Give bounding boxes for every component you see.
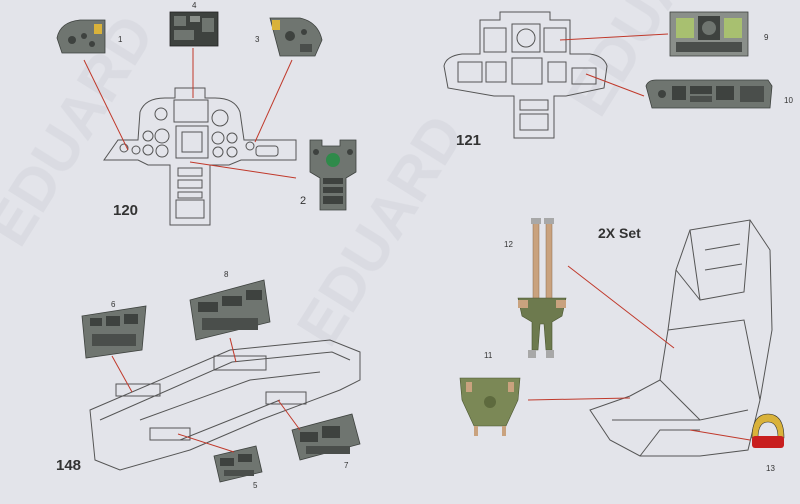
headrest-outline <box>689 219 751 301</box>
scope-outline <box>516 28 536 48</box>
part-label-4: 4 <box>192 1 197 10</box>
gauge-outline <box>142 144 154 156</box>
seat-body-outline <box>589 219 773 457</box>
console-block-outline <box>177 191 203 199</box>
leader-lines-148 <box>111 337 301 453</box>
tub-console-outline <box>213 355 267 371</box>
part-label-10: 10 <box>784 96 793 105</box>
leader-lines-120 <box>83 48 297 179</box>
instrument-panel-outline <box>103 87 297 226</box>
part-label-7: 7 <box>344 461 349 470</box>
section-148 <box>89 339 361 471</box>
seat-line-outline <box>667 319 761 401</box>
side-gauge-outline <box>245 141 255 151</box>
gauge-outline <box>154 128 170 144</box>
section-label-121: 121 <box>456 132 481 149</box>
mfd-outline <box>175 125 209 159</box>
tub-edge-outline <box>99 351 351 421</box>
labels: 120 121 148 2X Set 1 2 3 4 5 6 7 8 9 10 … <box>56 1 793 490</box>
leader-lines-121 <box>559 33 669 97</box>
section-label-148: 148 <box>56 457 81 474</box>
set-note: 2X Set <box>598 225 641 241</box>
part-11-cushion <box>459 377 521 436</box>
gauge-outline <box>155 144 169 158</box>
gauge-outline <box>226 132 238 144</box>
gauge-outline <box>211 131 225 145</box>
part-7-panel <box>291 413 361 461</box>
block-outline <box>519 113 549 131</box>
part-label-1: 1 <box>118 35 123 44</box>
rear-panel-outline <box>443 11 608 139</box>
gauge-outline <box>142 130 154 142</box>
seat-line-outline <box>704 243 741 251</box>
part-9-panel <box>669 11 749 57</box>
console-block-outline <box>177 179 203 189</box>
part-4-panel <box>169 11 219 47</box>
leader-lines-seat <box>527 265 751 441</box>
block-outline <box>571 67 597 85</box>
screen-outline <box>483 27 507 53</box>
part-label-11: 11 <box>484 351 493 360</box>
gauge-outline <box>226 146 238 158</box>
part-8-panel <box>189 279 271 341</box>
part-12-harness <box>517 218 567 358</box>
part-label-13: 13 <box>766 464 775 473</box>
console-block-outline <box>175 199 205 219</box>
part-label-9: 9 <box>764 33 769 42</box>
screen-outline <box>511 23 541 53</box>
mfd-screen-outline <box>181 131 203 153</box>
seat-line-outline <box>704 263 743 271</box>
part-3-panel <box>269 17 323 57</box>
block-outline <box>547 61 567 83</box>
part-label-3: 3 <box>255 35 260 44</box>
ejection-seat-outline <box>589 219 773 457</box>
side-panel-outline <box>255 145 279 157</box>
section-121 <box>443 11 608 139</box>
part-13-handle <box>751 413 785 448</box>
side-gauge-outline <box>119 143 129 153</box>
part-label-5: 5 <box>253 481 258 490</box>
section-label-120: 120 <box>113 202 138 219</box>
part-1-panel <box>56 19 106 54</box>
section-120 <box>103 87 297 226</box>
block-outline <box>485 61 507 83</box>
seat-line-outline <box>639 429 700 457</box>
part-label-8: 8 <box>224 270 229 279</box>
side-gauge-outline <box>131 145 141 155</box>
block-outline <box>511 57 543 85</box>
part-6-panel <box>81 305 147 359</box>
part-label-2: 2 <box>300 195 306 207</box>
console-block-outline <box>177 167 203 177</box>
tub-floor-outline <box>139 371 321 421</box>
part-label-6: 6 <box>111 300 116 309</box>
part-2-panel <box>309 139 357 211</box>
block-outline <box>519 99 549 111</box>
seat-line-outline <box>675 269 701 301</box>
part-5-panel <box>213 445 263 483</box>
part-10-panel <box>645 79 773 109</box>
hud-outline <box>173 99 209 123</box>
tub-floor-outline <box>179 399 281 441</box>
tub-console-outline <box>115 383 161 397</box>
cockpit-tub-outline <box>89 339 361 471</box>
gauge-outline <box>154 107 168 121</box>
tub-console-outline <box>265 391 307 405</box>
gauge-outline <box>211 109 229 127</box>
tub-console-outline <box>149 427 191 441</box>
block-outline <box>457 61 483 83</box>
gauge-outline <box>212 146 224 158</box>
seat-line-outline <box>659 379 749 421</box>
part-label-12: 12 <box>504 240 513 249</box>
